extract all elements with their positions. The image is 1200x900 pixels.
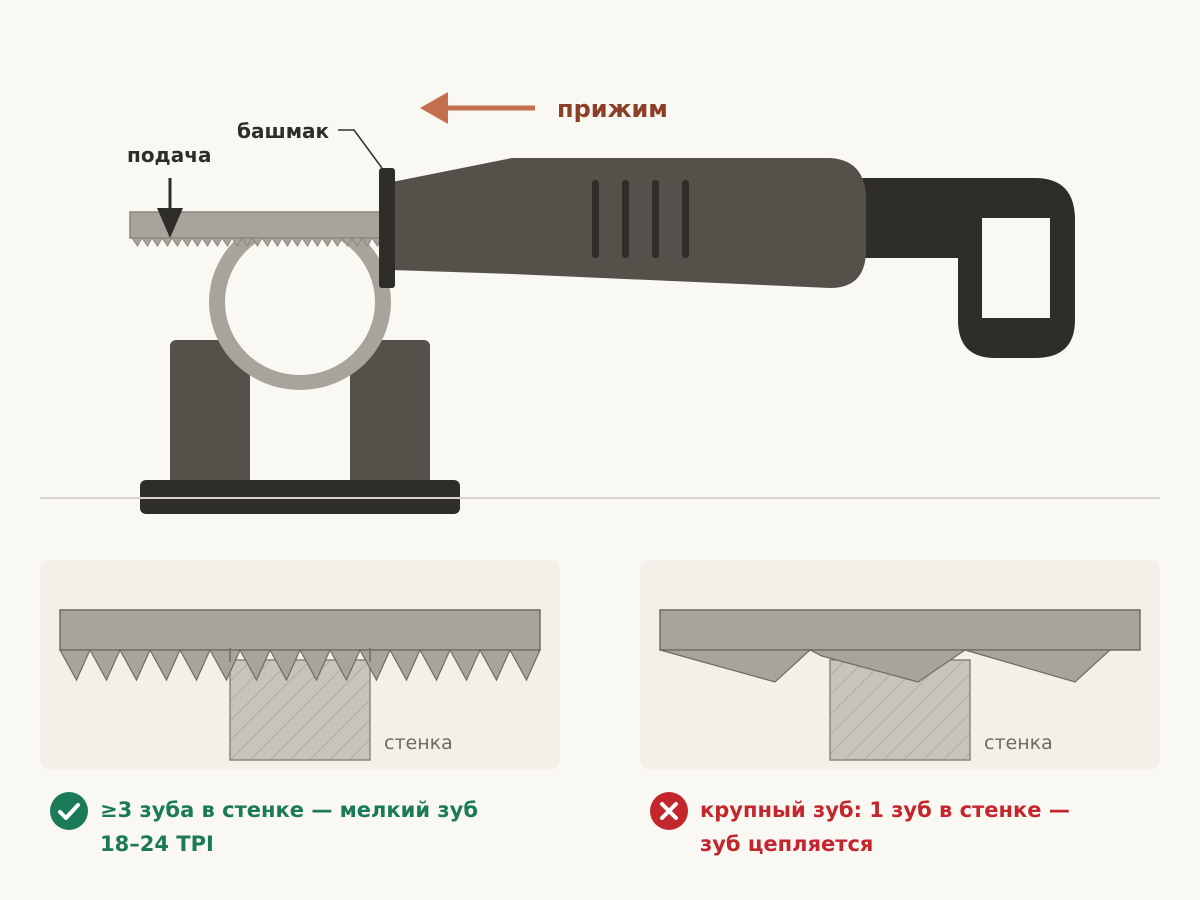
vise-right-jaw bbox=[350, 340, 430, 490]
panel-coarse-teeth: стенка bbox=[640, 560, 1160, 770]
vent-slot bbox=[622, 180, 629, 258]
shoe-label: башмак bbox=[237, 119, 330, 143]
coarse-teeth-caption: крупный зуб: 1 зуб в стенке — зуб цепляе… bbox=[700, 793, 1120, 861]
coarse-tooth bbox=[659, 649, 812, 683]
feed-arrow bbox=[157, 178, 183, 238]
cross-icon bbox=[650, 792, 688, 830]
fine-teeth-caption: ≥3 зуба в стенке — мелкий зуб 18–24 TPI bbox=[100, 793, 520, 861]
fine-teeth bbox=[58, 649, 541, 682]
pipe bbox=[209, 214, 391, 390]
saw-shoe bbox=[379, 168, 395, 288]
caption-line: ≥3 зуба в стенке — мелкий зуб bbox=[100, 798, 478, 822]
handle-opening bbox=[982, 218, 1050, 318]
vise-stand bbox=[140, 340, 460, 514]
pressure-label: прижим bbox=[557, 95, 668, 123]
check-icon bbox=[50, 792, 88, 830]
coarse-tooth-catching bbox=[809, 649, 967, 683]
blade-strip bbox=[59, 609, 541, 651]
reciprocating-saw bbox=[379, 158, 1075, 358]
caption-line: 18–24 TPI bbox=[100, 832, 214, 856]
panel-fine-teeth: стенка bbox=[40, 560, 560, 770]
pressure-arrow bbox=[420, 92, 535, 124]
vent-slot bbox=[592, 180, 599, 258]
blade-strip bbox=[659, 609, 1141, 651]
coarse-tooth bbox=[964, 649, 1112, 683]
vent-slot bbox=[682, 180, 689, 258]
caption-line: крупный зуб: 1 зуб в стенке — bbox=[700, 798, 1070, 822]
caption-line: зуб цепляется bbox=[700, 832, 874, 856]
wall-label: стенка bbox=[384, 732, 453, 754]
vise-left-jaw bbox=[170, 340, 250, 490]
feed-label: подача bbox=[127, 143, 211, 167]
shoe-leader-line bbox=[338, 129, 383, 169]
wall-label: стенка bbox=[984, 732, 1053, 754]
blade-teeth bbox=[131, 237, 383, 247]
vent-slot bbox=[652, 180, 659, 258]
